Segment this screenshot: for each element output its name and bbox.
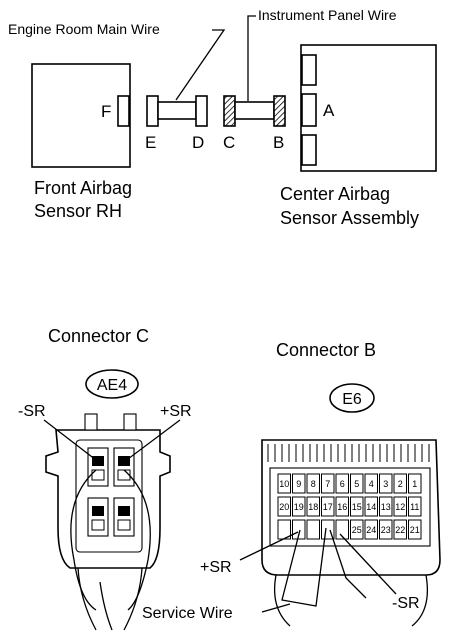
connector-b-pin: 1 — [408, 473, 422, 494]
instrument-panel-wire-body — [234, 101, 275, 120]
connector-b-pin: 17 — [321, 496, 335, 517]
connector-b-pin-number: 7 — [325, 479, 330, 489]
instrument-panel-wire-label: Instrument Panel Wire — [258, 7, 397, 23]
connector-c-title: Connector C — [48, 326, 149, 346]
engine-room-wire-body — [157, 101, 197, 120]
connector-b-pin: 11 — [408, 496, 422, 517]
connector-b-pin: 6 — [335, 473, 349, 494]
connector-c-label: C — [223, 133, 235, 152]
connector-b-neg-label: -SR — [392, 595, 420, 612]
connector-b-pin — [292, 519, 306, 540]
front-sensor-label-line1: Front Airbag — [34, 178, 132, 198]
connector-b-pin-number: 6 — [340, 479, 345, 489]
connector-b-pin-number: 11 — [410, 502, 419, 512]
connector-a — [301, 93, 317, 127]
connector-a-label: A — [323, 101, 335, 120]
connector-b-pin: 7 — [321, 473, 335, 494]
connector-c-pos-label: +SR — [160, 403, 192, 420]
connector-b-pin-number: 21 — [410, 525, 420, 535]
connector-b-pin: 14 — [364, 496, 378, 517]
connector-b-pin: 9 — [292, 473, 306, 494]
connector-b-pin: 4 — [364, 473, 378, 494]
center-airbag-sensor-box — [300, 44, 437, 172]
connector-b-pin-number: 14 — [366, 502, 376, 512]
connector-b-pin-number: 8 — [311, 479, 316, 489]
connector-b-pin-number: 17 — [323, 502, 333, 512]
connector-b-pin: 22 — [393, 519, 407, 540]
connector-b-pin-number: 23 — [381, 525, 391, 535]
connector-b-pin: 20 — [277, 496, 291, 517]
connector-c-drawing — [43, 413, 181, 631]
connector-b-pin: 10 — [277, 473, 291, 494]
connector-b-pin: 15 — [350, 496, 364, 517]
connector-b-code-badge — [329, 383, 375, 413]
connector-b-pin-number: 4 — [369, 479, 374, 489]
engine-room-wire-leader — [175, 29, 226, 101]
connector-c — [223, 95, 236, 127]
connector-b-pin-number: 5 — [354, 479, 359, 489]
engine-room-wire-label: Engine Room Main Wire — [8, 21, 160, 37]
connector-b-code: E6 — [342, 391, 362, 408]
connector-b-pin: 23 — [379, 519, 393, 540]
connector-b-pin: 18 — [306, 496, 320, 517]
connector-b-pin: 24 — [364, 519, 378, 540]
connector-b-pin-number: 16 — [337, 502, 347, 512]
connector-b-pin — [335, 519, 349, 540]
connector-f — [117, 95, 130, 127]
connector-b-pin: 5 — [350, 473, 364, 494]
front-sensor-label-line2: Sensor RH — [34, 201, 122, 221]
connector-b-pin: 19 — [292, 496, 306, 517]
connector-b-pin-number: 1 — [412, 479, 417, 489]
connector-b-pin: 25 — [350, 519, 364, 540]
service-wire-label: Service Wire — [142, 605, 233, 622]
connector-b-pin: 3 — [379, 473, 393, 494]
connector-b-pin: 16 — [335, 496, 349, 517]
connector-b-pin-number: 12 — [395, 502, 405, 512]
connector-b-pos-label: +SR — [200, 559, 232, 576]
connector-f-label: F — [101, 102, 111, 121]
connector-d — [195, 95, 208, 127]
connector-b-title: Connector B — [276, 340, 376, 360]
connector-b-label: B — [273, 133, 284, 152]
connector-c-code: AE4 — [97, 377, 127, 394]
center-sensor-label-line1: Center Airbag — [280, 184, 390, 204]
center-sensor-connector-1 — [301, 54, 317, 86]
connector-b-pin: 2 — [393, 473, 407, 494]
connector-b-pin: 21 — [408, 519, 422, 540]
connector-b-pin-number: 20 — [279, 502, 289, 512]
connector-b-pin: 8 — [306, 473, 320, 494]
front-airbag-sensor-box — [31, 63, 131, 168]
instrument-panel-wire-leader — [247, 15, 256, 101]
connector-b-pin-number: 18 — [308, 502, 318, 512]
center-sensor-label-line2: Sensor Assembly — [280, 208, 419, 228]
connector-e — [146, 95, 159, 127]
connector-b-pin-number: 9 — [296, 479, 301, 489]
connector-b — [273, 95, 286, 127]
connector-b-pin: 12 — [393, 496, 407, 517]
connector-b-pin — [306, 519, 320, 540]
connector-b-pin-number: 10 — [279, 479, 289, 489]
connector-b-pin-number: 24 — [366, 525, 376, 535]
connector-b-pin-number: 15 — [352, 502, 362, 512]
connector-b-pin-number: 22 — [395, 525, 405, 535]
connector-c-neg-label: -SR — [18, 403, 46, 420]
connector-b-pin-number: 2 — [398, 479, 403, 489]
connector-b-pin-number: 3 — [383, 479, 388, 489]
center-sensor-connector-3 — [301, 134, 317, 166]
connector-e-label: E — [145, 133, 156, 152]
connector-b-pin-number: 25 — [352, 525, 362, 535]
connector-b-pin-number: 13 — [381, 502, 391, 512]
connector-d-label: D — [192, 133, 204, 152]
connector-b-pin: 13 — [379, 496, 393, 517]
connector-c-code-badge — [85, 369, 139, 399]
connector-b-pin-number: 19 — [294, 502, 304, 512]
